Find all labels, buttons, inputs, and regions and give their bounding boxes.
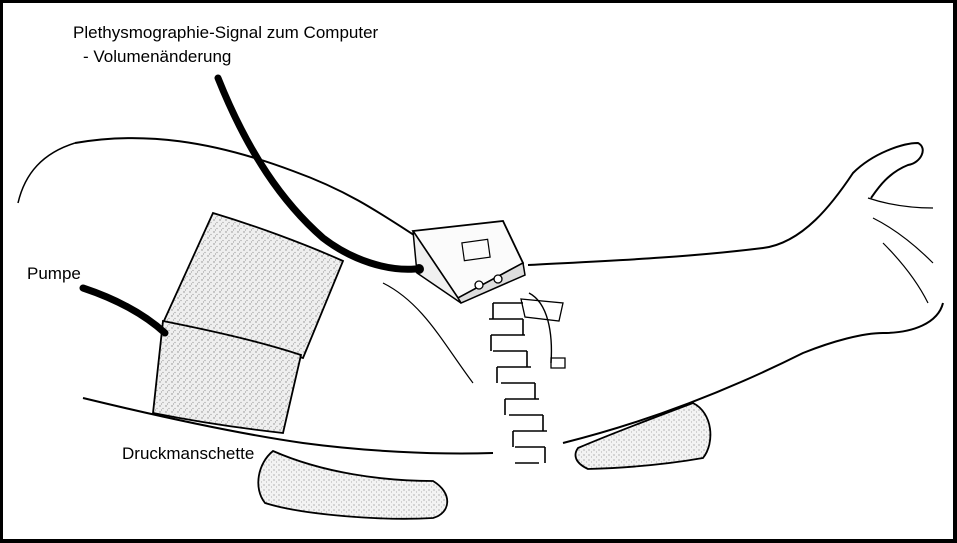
hand-lines [868, 198, 933, 303]
support-pad-right [575, 403, 710, 469]
shoulder-curve [18, 143, 75, 203]
signal-label-line2: - Volumenänderung [83, 47, 231, 67]
sensor-box [413, 221, 525, 303]
strain-gauge [489, 293, 565, 463]
support-pad-left [258, 451, 447, 519]
pump-hose [83, 288, 165, 333]
signal-label-line1: Plethysmographie-Signal zum Computer [73, 23, 378, 43]
pump-label: Pumpe [27, 264, 81, 284]
cuff-label: Druckmanschette [122, 444, 254, 464]
forearm-top [528, 143, 923, 265]
forearm-bottom [563, 303, 943, 443]
